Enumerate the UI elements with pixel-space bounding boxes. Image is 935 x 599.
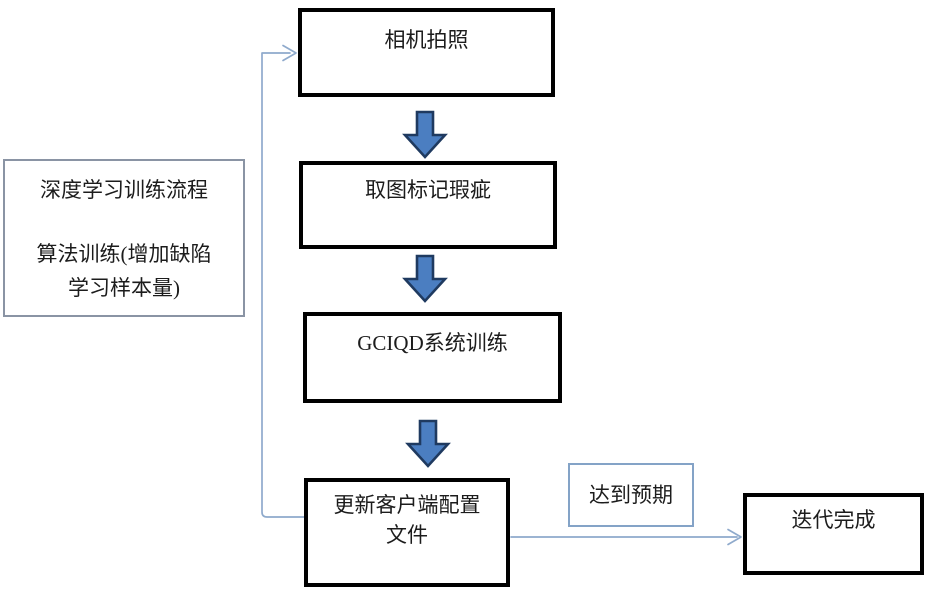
node-mark-defects-label: 取图标记瑕疵 — [365, 178, 491, 202]
note-training-process-line1: 深度学习训练流程 — [40, 178, 208, 202]
node-mark-defects: 取图标记瑕疵 — [299, 161, 557, 249]
note-training-process-line2: 算法训练(增加缺陷 — [36, 242, 212, 266]
node-update-client-config-label-line1: 更新客户端配置 — [333, 493, 481, 517]
feedback-connector-arrowhead-icon — [282, 44, 297, 62]
node-camera-capture-label: 相机拍照 — [384, 28, 469, 52]
label-expectation-met-text: 达到预期 — [589, 483, 673, 507]
node-iteration-complete-label: 迭代完成 — [791, 508, 876, 532]
down-block-arrow-icon — [402, 254, 448, 303]
node-update-client-config: 更新客户端配置 文件 — [304, 478, 510, 587]
node-system-training-label: GCIQD系统训练 — [357, 331, 508, 355]
down-block-arrow-icon — [402, 110, 448, 159]
note-training-process-line3: 学习样本量) — [68, 276, 180, 300]
node-camera-capture: 相机拍照 — [298, 8, 555, 97]
node-iteration-complete: 迭代完成 — [743, 493, 924, 575]
label-expectation-met: 达到预期 — [568, 463, 694, 527]
down-block-arrow-icon — [405, 419, 451, 468]
node-system-training: GCIQD系统训练 — [303, 312, 562, 403]
node-update-client-config-label-line2: 文件 — [386, 523, 428, 547]
feedback-connector-line — [261, 52, 305, 518]
done-connector-arrowhead-icon — [727, 528, 742, 546]
note-training-process: 深度学习训练流程 算法训练(增加缺陷 学习样本量) — [3, 159, 245, 317]
